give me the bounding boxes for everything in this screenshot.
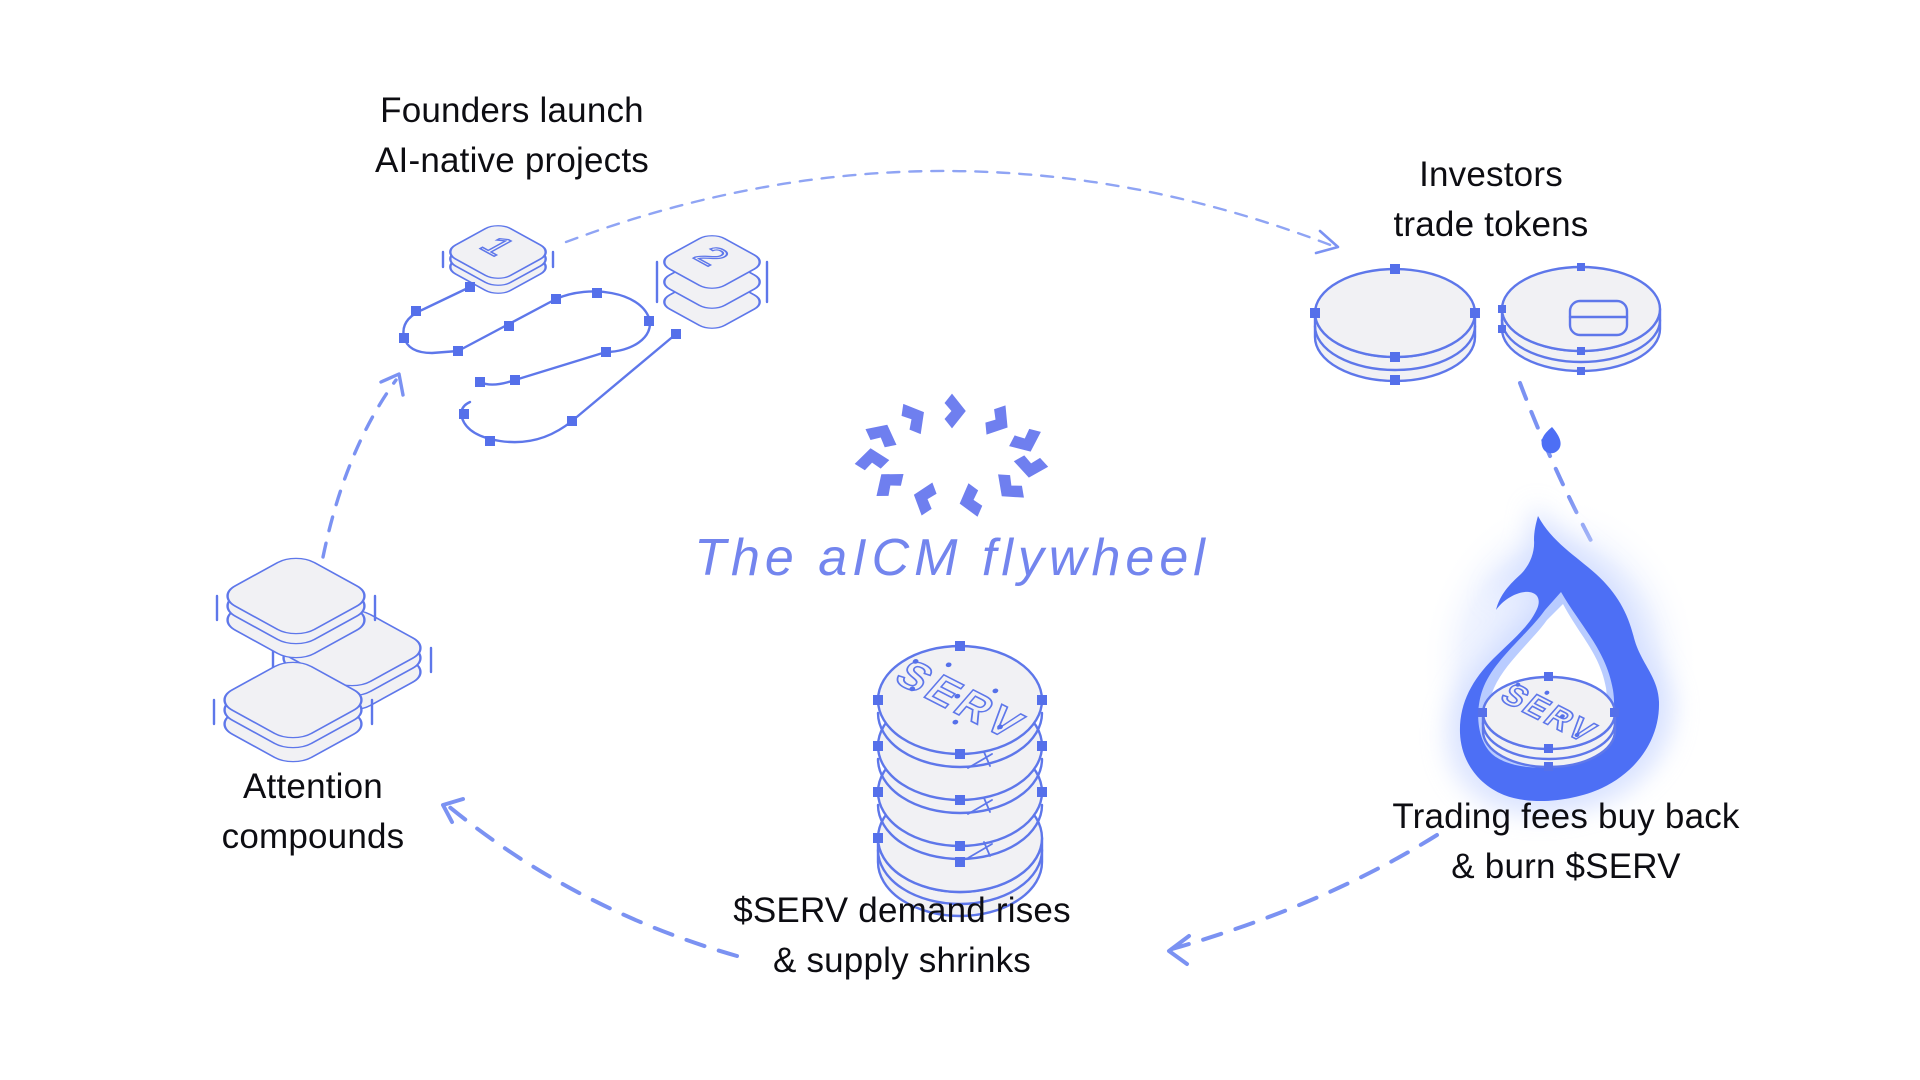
- label-founders-line2: AI-native projects: [375, 141, 649, 180]
- label-founders-line1: Founders launch: [380, 91, 644, 130]
- label-attention-line1: Attention: [243, 767, 383, 806]
- arrow-attention-to-founders: [321, 372, 405, 559]
- droplet-icon: [1541, 427, 1561, 454]
- label-investors-line1: Investors: [1419, 155, 1563, 194]
- flame-burn-icon: SERV: [1420, 427, 1700, 835]
- label-burn-line2: & burn $SERV: [1451, 847, 1681, 886]
- label-founders: Founders launch AI-native projects: [375, 86, 649, 186]
- label-investors: Investors trade tokens: [1393, 150, 1588, 250]
- journey-path-nodes: [399, 282, 681, 446]
- label-demand: $SERV demand rises & supply shrinks: [733, 886, 1071, 986]
- label-demand-line1: $SERV demand rises: [733, 891, 1071, 930]
- label-burn-line1: Trading fees buy back: [1392, 797, 1740, 836]
- label-investors-line2: trade tokens: [1393, 205, 1589, 244]
- label-attention-line2: compounds: [221, 817, 405, 856]
- attention-tiles-icon: [212, 557, 433, 763]
- label-attention: Attention compounds: [222, 762, 405, 862]
- step-tile-icon: 1 2: [441, 225, 769, 329]
- token-coin-icon: [1310, 264, 1480, 385]
- label-demand-line2: & supply shrinks: [772, 941, 1032, 980]
- arrow-founders-to-investors: [564, 169, 1340, 255]
- arrow-demand-to-attention: [441, 797, 739, 958]
- flywheel-logo-icon: [853, 393, 1050, 521]
- diagram-title: The aICM flywheel: [694, 529, 1210, 587]
- label-burn: Trading fees buy back & burn $SERV: [1392, 792, 1739, 892]
- card-coin-icon: [1498, 263, 1662, 375]
- coin-stack-icon: SERV: [873, 641, 1047, 918]
- journey-path-icon: [402, 285, 678, 444]
- arrow-burn-to-demand: [1167, 833, 1439, 966]
